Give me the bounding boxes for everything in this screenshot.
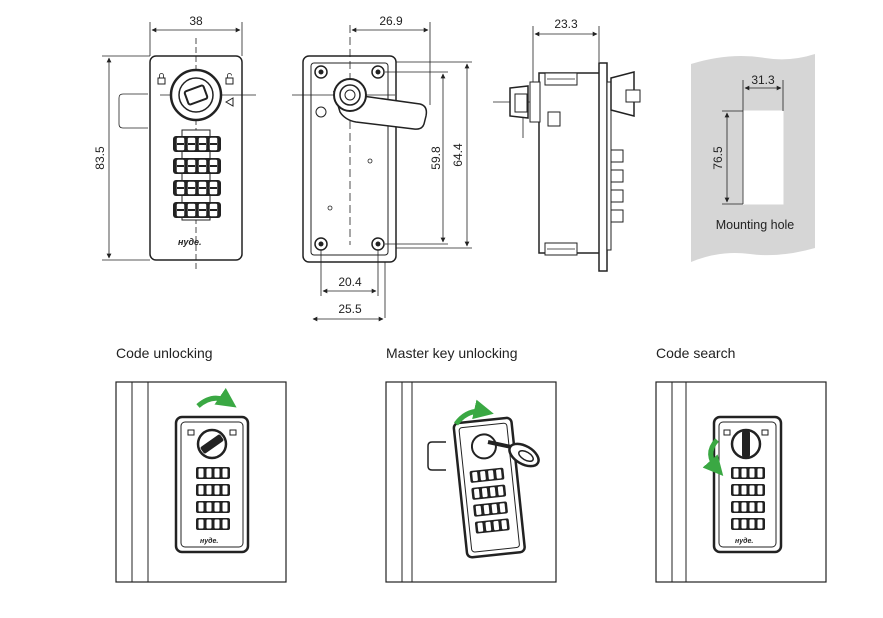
key-icon (487, 440, 540, 468)
front-view: нуде. 38 83.5 (93, 14, 256, 270)
screw (371, 237, 385, 251)
arrow-icon (224, 97, 234, 107)
dim-back-outer-height: 64.4 (451, 143, 465, 167)
rotate-arrow-icon (196, 387, 237, 408)
wheel-edges (610, 149, 624, 223)
brand-logo: нуде. (200, 537, 218, 545)
panel-code-search: нуде. (655, 381, 827, 583)
cam-bar (332, 78, 428, 130)
screw (314, 65, 328, 79)
caption-master-key-unlocking: Master key unlocking (386, 345, 518, 361)
dim-front-width: 38 (189, 14, 203, 28)
lock-icon (157, 73, 166, 85)
screw (371, 65, 385, 79)
dim-back-bottom-inner: 20.4 (338, 275, 362, 289)
dim-side-depth: 23.3 (554, 17, 578, 31)
dim-hole-width: 31.3 (751, 73, 775, 87)
panel-master-key-unlocking (385, 381, 557, 583)
mounting-hole-label: Mounting hole (716, 218, 795, 232)
caption-code-unlocking: Code unlocking (116, 345, 213, 361)
rotate-arrow-icon (454, 399, 494, 426)
lock-body-side (538, 72, 602, 254)
dim-back-inner-height: 59.8 (429, 146, 443, 170)
dim-back-top: 26.9 (379, 14, 403, 28)
cutout (742, 110, 784, 205)
dim-back-bottom-outer: 25.5 (338, 302, 362, 316)
unlock-icon (225, 73, 234, 85)
caption-code-search: Code search (656, 345, 735, 361)
back-view: 26.9 59.8 64.4 20.4 25.5 (292, 14, 472, 322)
dim-front-height: 83.5 (93, 146, 107, 170)
side-view: 23.3 (493, 17, 641, 272)
rotate-arrow-icon (702, 438, 724, 477)
panel-code-unlocking: нуде. (115, 381, 287, 583)
screw (314, 237, 328, 251)
dim-hole-height: 76.5 (711, 146, 725, 170)
mounting-hole-view: 31.3 76.5 Mounting hole (691, 54, 815, 262)
brand-logo: нуде. (735, 537, 753, 545)
brand-logo: нуде. (178, 237, 202, 247)
